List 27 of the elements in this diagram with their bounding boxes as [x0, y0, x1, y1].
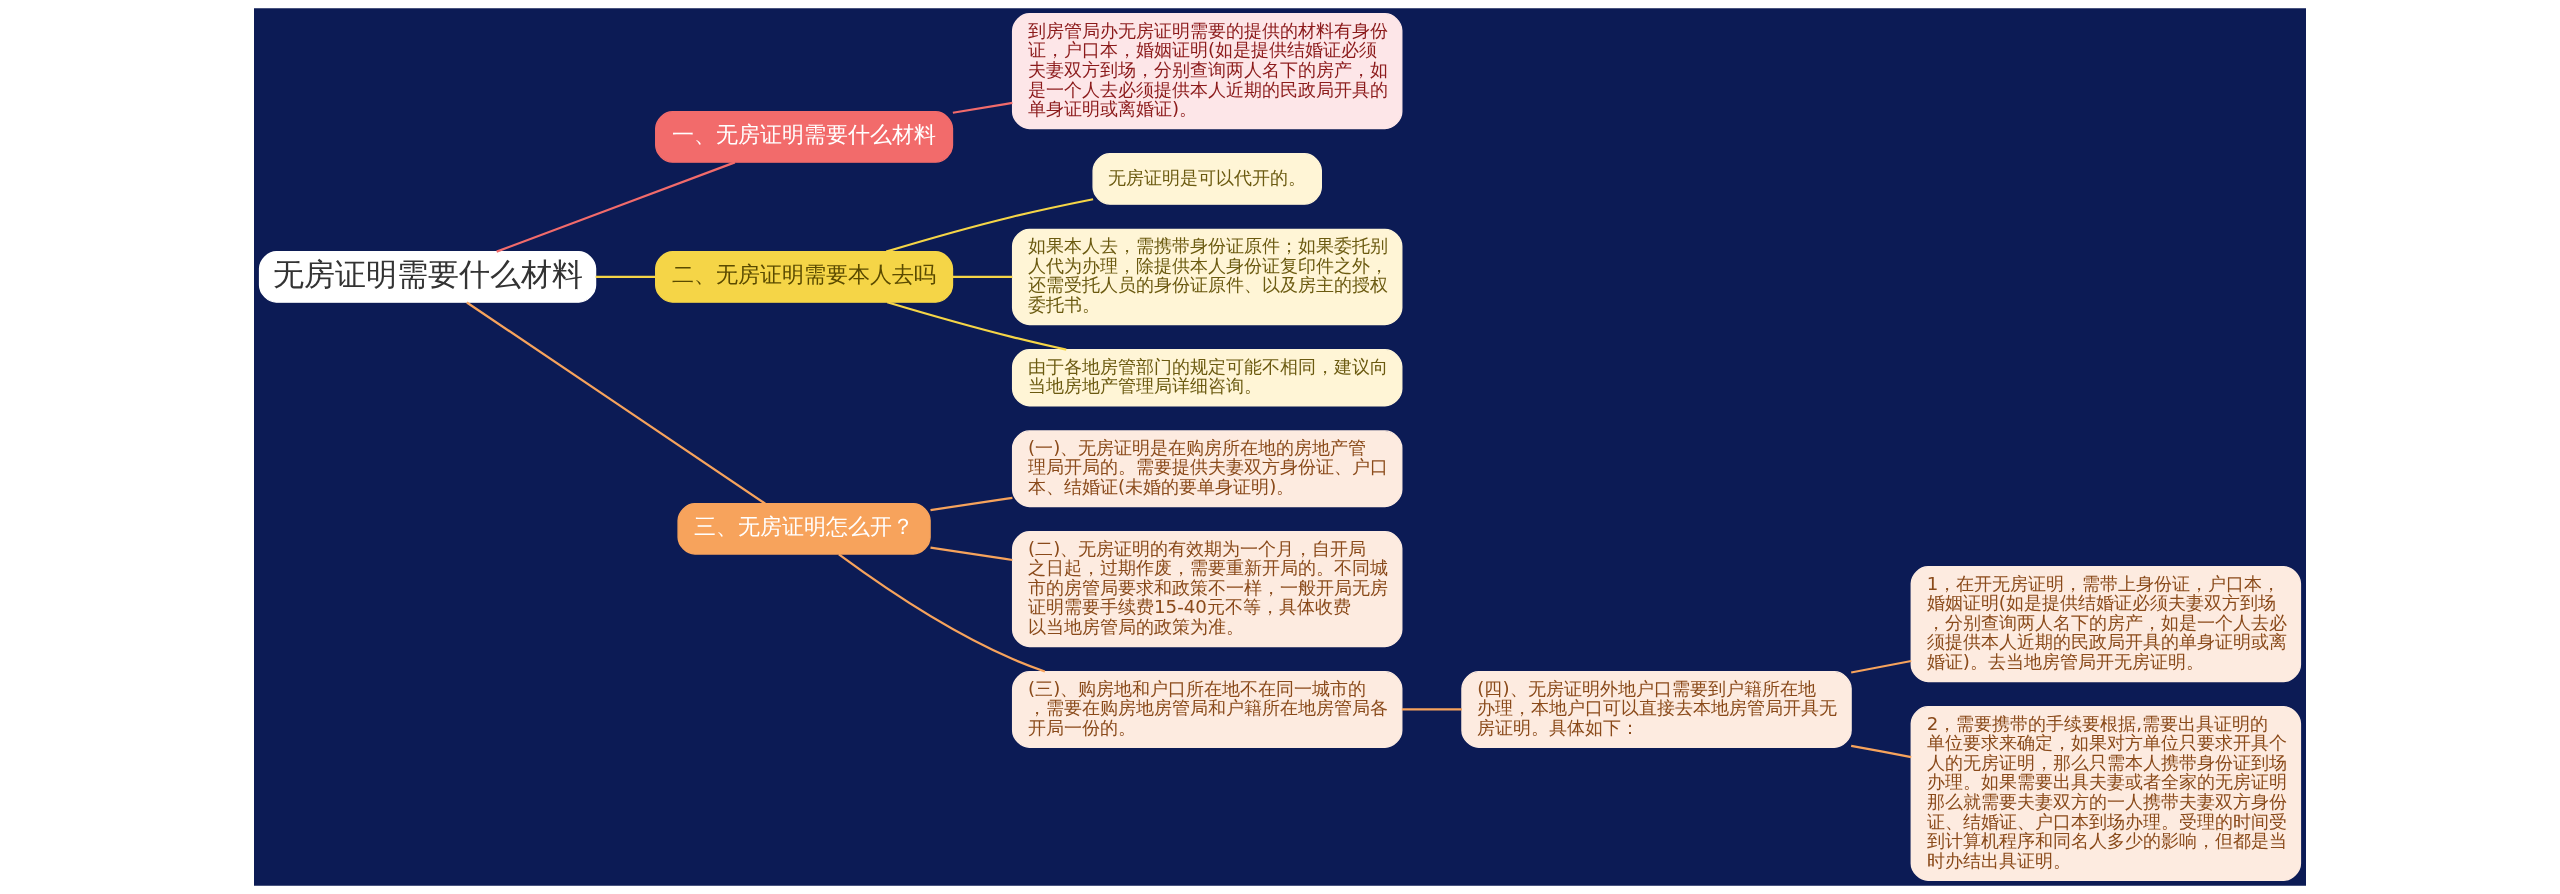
connector — [886, 301, 1067, 351]
connector — [930, 546, 1013, 562]
node-box: 无房证明是可以代开的。 — [1092, 153, 1322, 205]
node-box: 如果本人去，需携带身份证原件；如果委托别人代为办理，除提供本人身份证复印件之外，还需受托人员的身份证原件、以及房主的授权委托书。 — [1011, 228, 1403, 326]
node-box: 1，在开无房证明，需带上身份证，户口本，婚姻证明(如是提供结婚证必须夫妻双方到场，分别查询两人名下的房产，如是一个人去必须提供本人近期的民政局开具的单身证明或离婚证)。去当地房管局开无房证明。 — [1910, 565, 2302, 683]
connector — [930, 496, 1013, 512]
connector — [1850, 659, 1912, 674]
connector — [1850, 744, 1912, 759]
node-box: 到房管局办无房证明需要的提供的材料有身份证，户口本，婚姻证明(如是提供结婚证必须夫妻双方到场，分别查询两人名下的房产，如是一个人去必须提供本人近期的民政局开具的单身证明或离婚证)。 — [1011, 13, 1403, 130]
node-box: (一)、无房证明是在购房所在地的房地产管理局开局的。需要提供夫妻双方身份证、户口本、结婚证(未婚的要单身证明)。 — [1011, 430, 1403, 508]
node-box: 二、无房证明需要本人去吗 — [655, 251, 954, 303]
connector — [838, 553, 1046, 673]
connector — [952, 101, 1013, 114]
connector — [496, 161, 736, 253]
connector — [595, 275, 656, 279]
connector — [885, 198, 1094, 253]
node-box: (三)、购房地和户口所在地不在同一城市的，需要在购房地房管局和户籍所在地房管局各开局一份的。 — [1011, 670, 1403, 748]
node-box: 三、无房证明怎么开？ — [677, 503, 931, 555]
node-box: 2，需要携带的手续要根据,需要出具证明的单位要求来确定，如果对方单位只要求开具个人的无房证明，那么只需本人携带身份证到场办理。如果需要出具夫妻或者全家的无房证明那么就需要夫妻双方的一人携带夫妻双方身份证、结婚证、户口本到场办理。受理的时间受到计算机程序和同名人多少的影响，但都是当时办结出具证明。 — [1910, 705, 2302, 881]
connector — [952, 275, 1013, 279]
connector — [1401, 708, 1462, 711]
node-box: 一、无房证明需要什么材料 — [655, 111, 954, 163]
node-box: (二)、无房证明的有效期为一个月，自开局之日起，过期作废，需要重新开局的。不同城市的房管局要求和政策不一样，一般开局无房证明需要手续费15-40元不等，具体收费以当地房管局的政策为准。 — [1011, 530, 1403, 648]
connector — [466, 301, 766, 505]
node-box: 无房证明需要什么材料 — [258, 251, 597, 303]
node-box: 由于各地房管部门的规定可能不相同，建议向当地房地产管理局详细咨询。 — [1011, 349, 1403, 407]
node-box: (四)、无房证明外地户口需要到户籍所在地办理，本地户口可以直接去本地房管局开具无房证明。具体如下： — [1461, 670, 1852, 748]
